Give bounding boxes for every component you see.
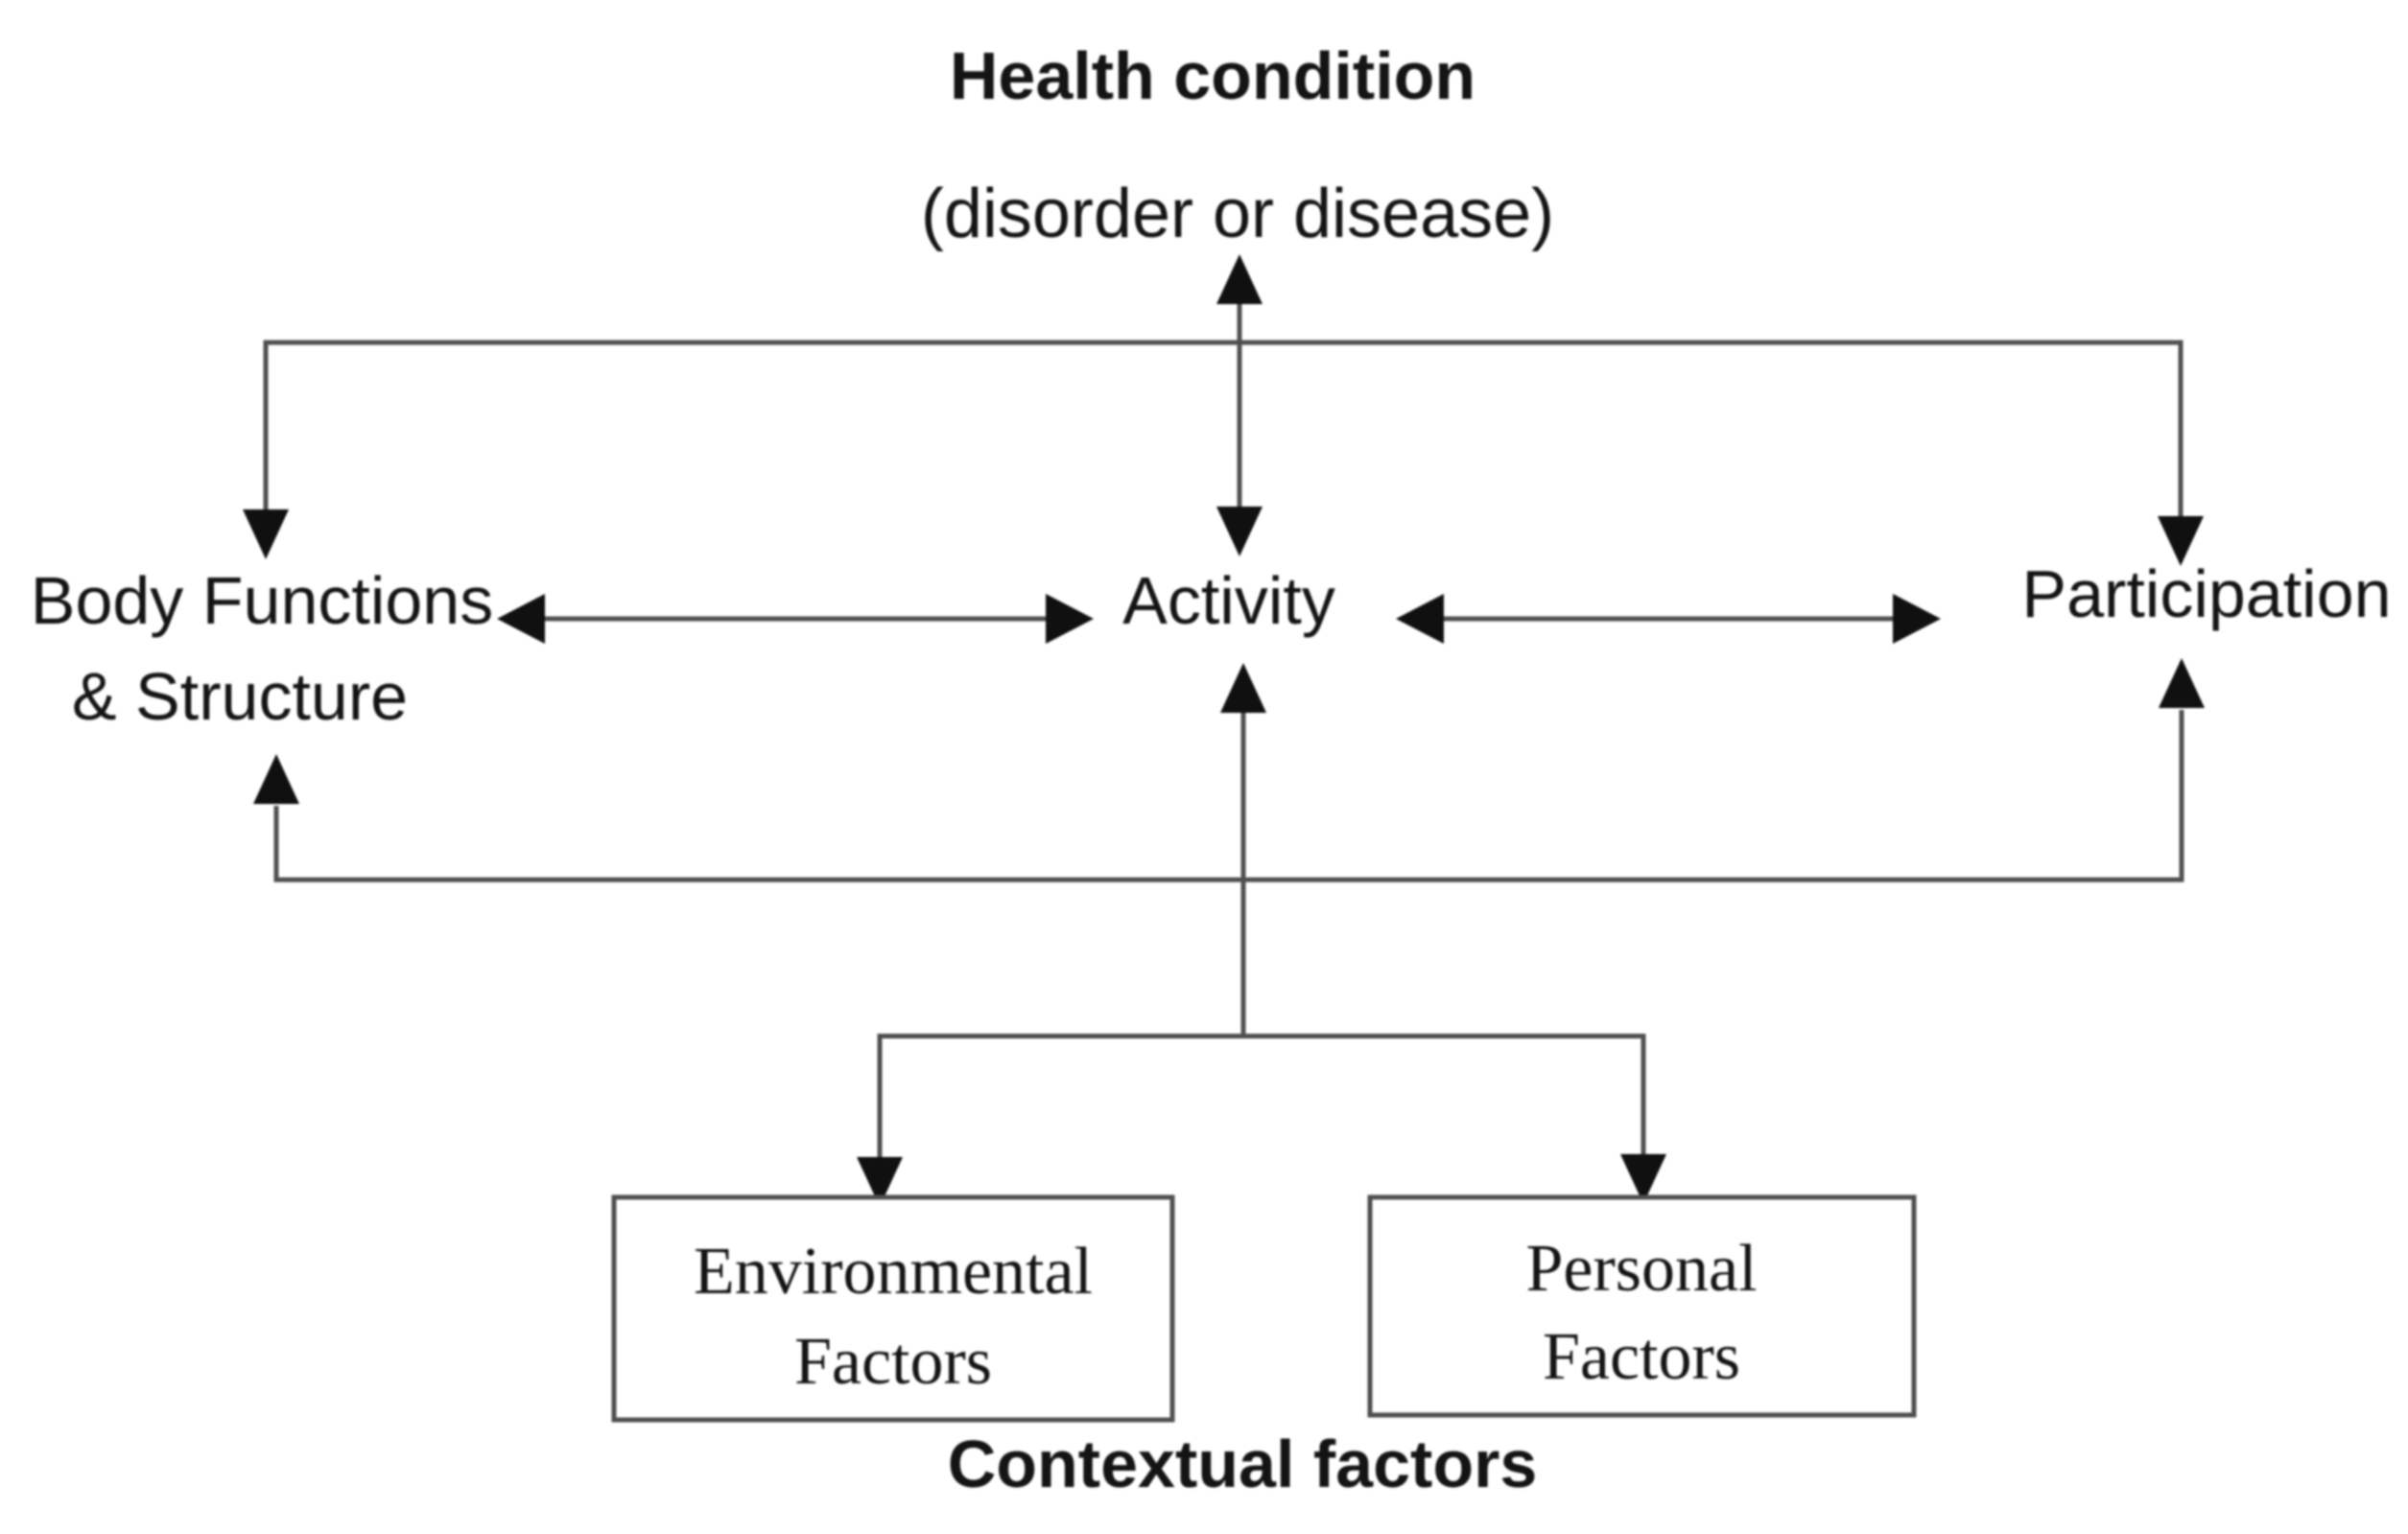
arrowhead-down-into-body-functions <box>243 509 289 559</box>
arrowhead-up-to-health-condition <box>1216 254 1263 304</box>
health-condition-label: Health condition <box>950 38 1475 113</box>
participation-label: Participation <box>2021 556 2391 631</box>
arrowhead-right-to-participation <box>1893 594 1941 644</box>
contextual-connector-line <box>877 1033 1646 1161</box>
arrowhead-up-into-body-structure <box>253 754 299 804</box>
arrowhead-down-into-environmental-box <box>857 1157 903 1207</box>
bottom-loop-line <box>273 710 2184 883</box>
arrowhead-up-into-participation <box>2159 658 2205 708</box>
personal-factors-box <box>1367 1194 1917 1418</box>
arrowhead-up-into-activity <box>1220 663 1266 713</box>
body-functions-label-line1: Body Functions <box>31 563 493 638</box>
arrowhead-left-to-body-functions <box>497 594 545 644</box>
environmental-factors-label-line2: Factors <box>794 1325 992 1399</box>
health-condition-subtitle: (disorder or disease) <box>921 176 1554 252</box>
activity-label: Activity <box>1122 563 1335 638</box>
arrowhead-down-into-participation <box>2158 516 2204 566</box>
personal-factors-label-line1: Personal <box>1525 1232 1757 1306</box>
contextual-factors-label: Contextual factors <box>948 1427 1538 1501</box>
body-functions-label-line2: & Structure <box>72 659 408 734</box>
arrowhead-down-to-activity <box>1216 507 1263 556</box>
arrowhead-down-into-personal-box <box>1620 1154 1666 1204</box>
personal-factors-label-line2: Factors <box>1543 1320 1740 1394</box>
environmental-factors-box <box>611 1194 1175 1423</box>
arrowhead-left-to-activity <box>1396 594 1444 644</box>
arrowhead-right-to-activity <box>1046 594 1094 644</box>
top-loop-line <box>263 340 2184 520</box>
environmental-factors-label-line1: Environmental <box>694 1235 1093 1309</box>
